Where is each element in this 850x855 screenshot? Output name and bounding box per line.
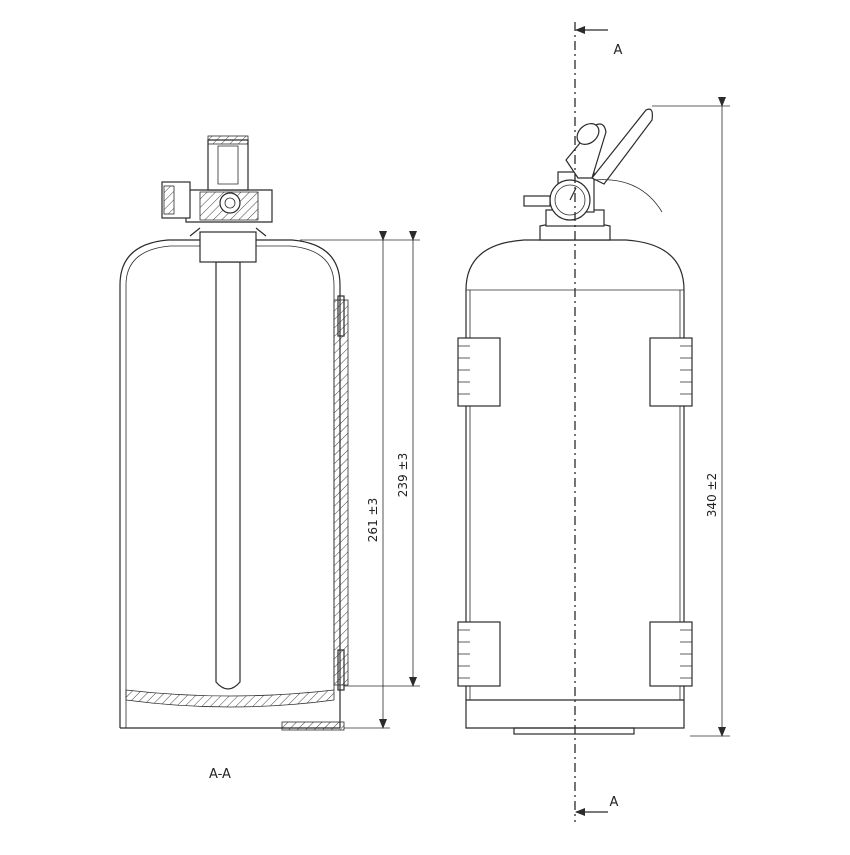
valve-lever-top [207, 135, 249, 145]
section-view-label: A-A [209, 767, 231, 782]
section-bottom-dome [125, 689, 335, 708]
front-valve-pin [576, 123, 600, 145]
section-marker-top: A [614, 43, 623, 58]
bracket-top-right [649, 337, 693, 407]
valve-lever-inner [217, 145, 239, 185]
section-line: A A [574, 22, 623, 822]
valve-bore [219, 192, 241, 214]
wall-bracket-top [337, 295, 345, 337]
pressure-gauge-dial [554, 184, 586, 216]
bracket-bottom-left [457, 621, 501, 687]
section-view [119, 135, 349, 731]
dimension-inner-height: 239 ±3 [396, 453, 410, 497]
bracket-bottom-right [649, 621, 693, 687]
wall-bracket-bottom [337, 649, 345, 691]
front-dimensions: 340 ±2 [652, 97, 730, 737]
section-marker-bottom: A [610, 795, 619, 810]
valve-collar [189, 227, 267, 237]
front-valve-handle [591, 108, 653, 185]
bracket-top-left [457, 337, 501, 407]
valve-outlet-hatch [163, 185, 175, 215]
front-base-foot [513, 727, 635, 735]
valve-bore-inner [224, 197, 236, 209]
section-wall-hatch [333, 299, 349, 686]
dimension-section-height: 261 ±3 [366, 498, 380, 542]
front-outlet-nozzle [523, 195, 551, 207]
dimension-overall-height: 340 ±2 [705, 473, 719, 517]
pressure-gauge-needle [569, 187, 577, 201]
front-view [457, 108, 693, 735]
valve-neck [199, 231, 257, 263]
section-dimensions: 261 ±3 239 ±3 [300, 231, 420, 729]
siphon-tube [215, 261, 241, 690]
section-base-foot [281, 721, 345, 731]
valve-lever-housing [207, 139, 249, 191]
front-handle-curve [593, 179, 663, 213]
